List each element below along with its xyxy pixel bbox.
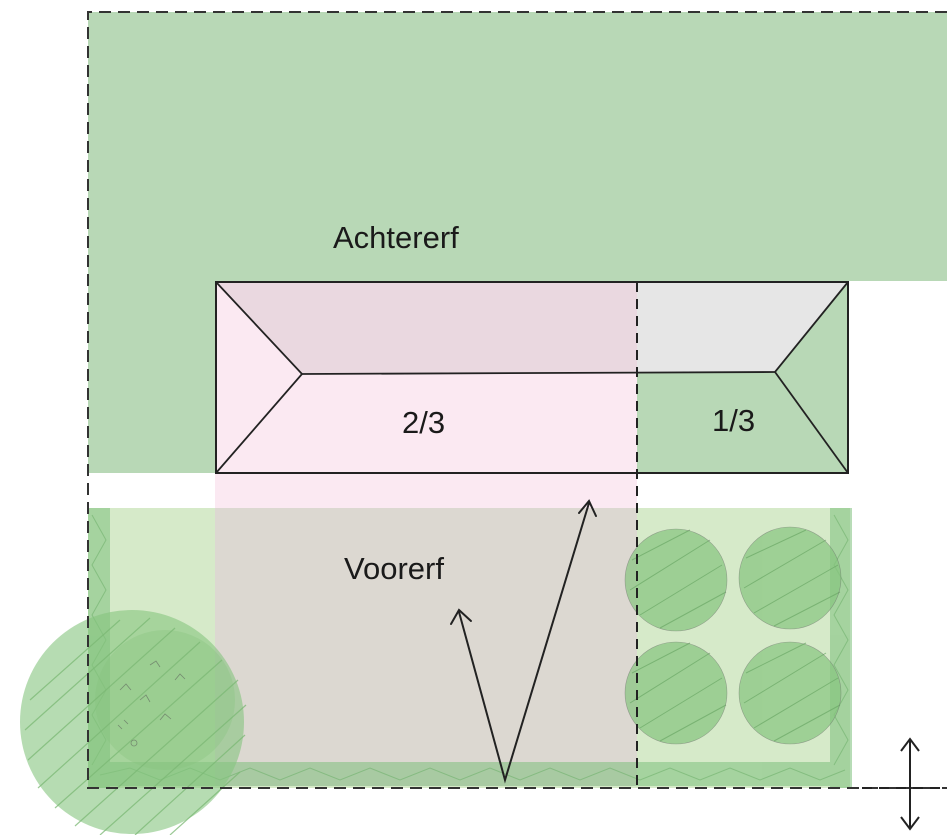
- backyard-label: Achtererf: [333, 220, 459, 255]
- house-roof: [215, 281, 849, 474]
- driveway-paving: [215, 508, 637, 786]
- parcel-boundary: [87, 11, 947, 789]
- fraction-one-third-label: 1/3: [712, 403, 755, 438]
- shrubs-icon: [624, 526, 842, 745]
- setback-indicator: [862, 737, 947, 831]
- fraction-two-thirds-label: 2/3: [402, 405, 445, 440]
- tree-large-icon: [20, 610, 247, 835]
- access-arrows-icon: [450, 499, 597, 784]
- front-yard-label: Voorerf: [344, 551, 444, 586]
